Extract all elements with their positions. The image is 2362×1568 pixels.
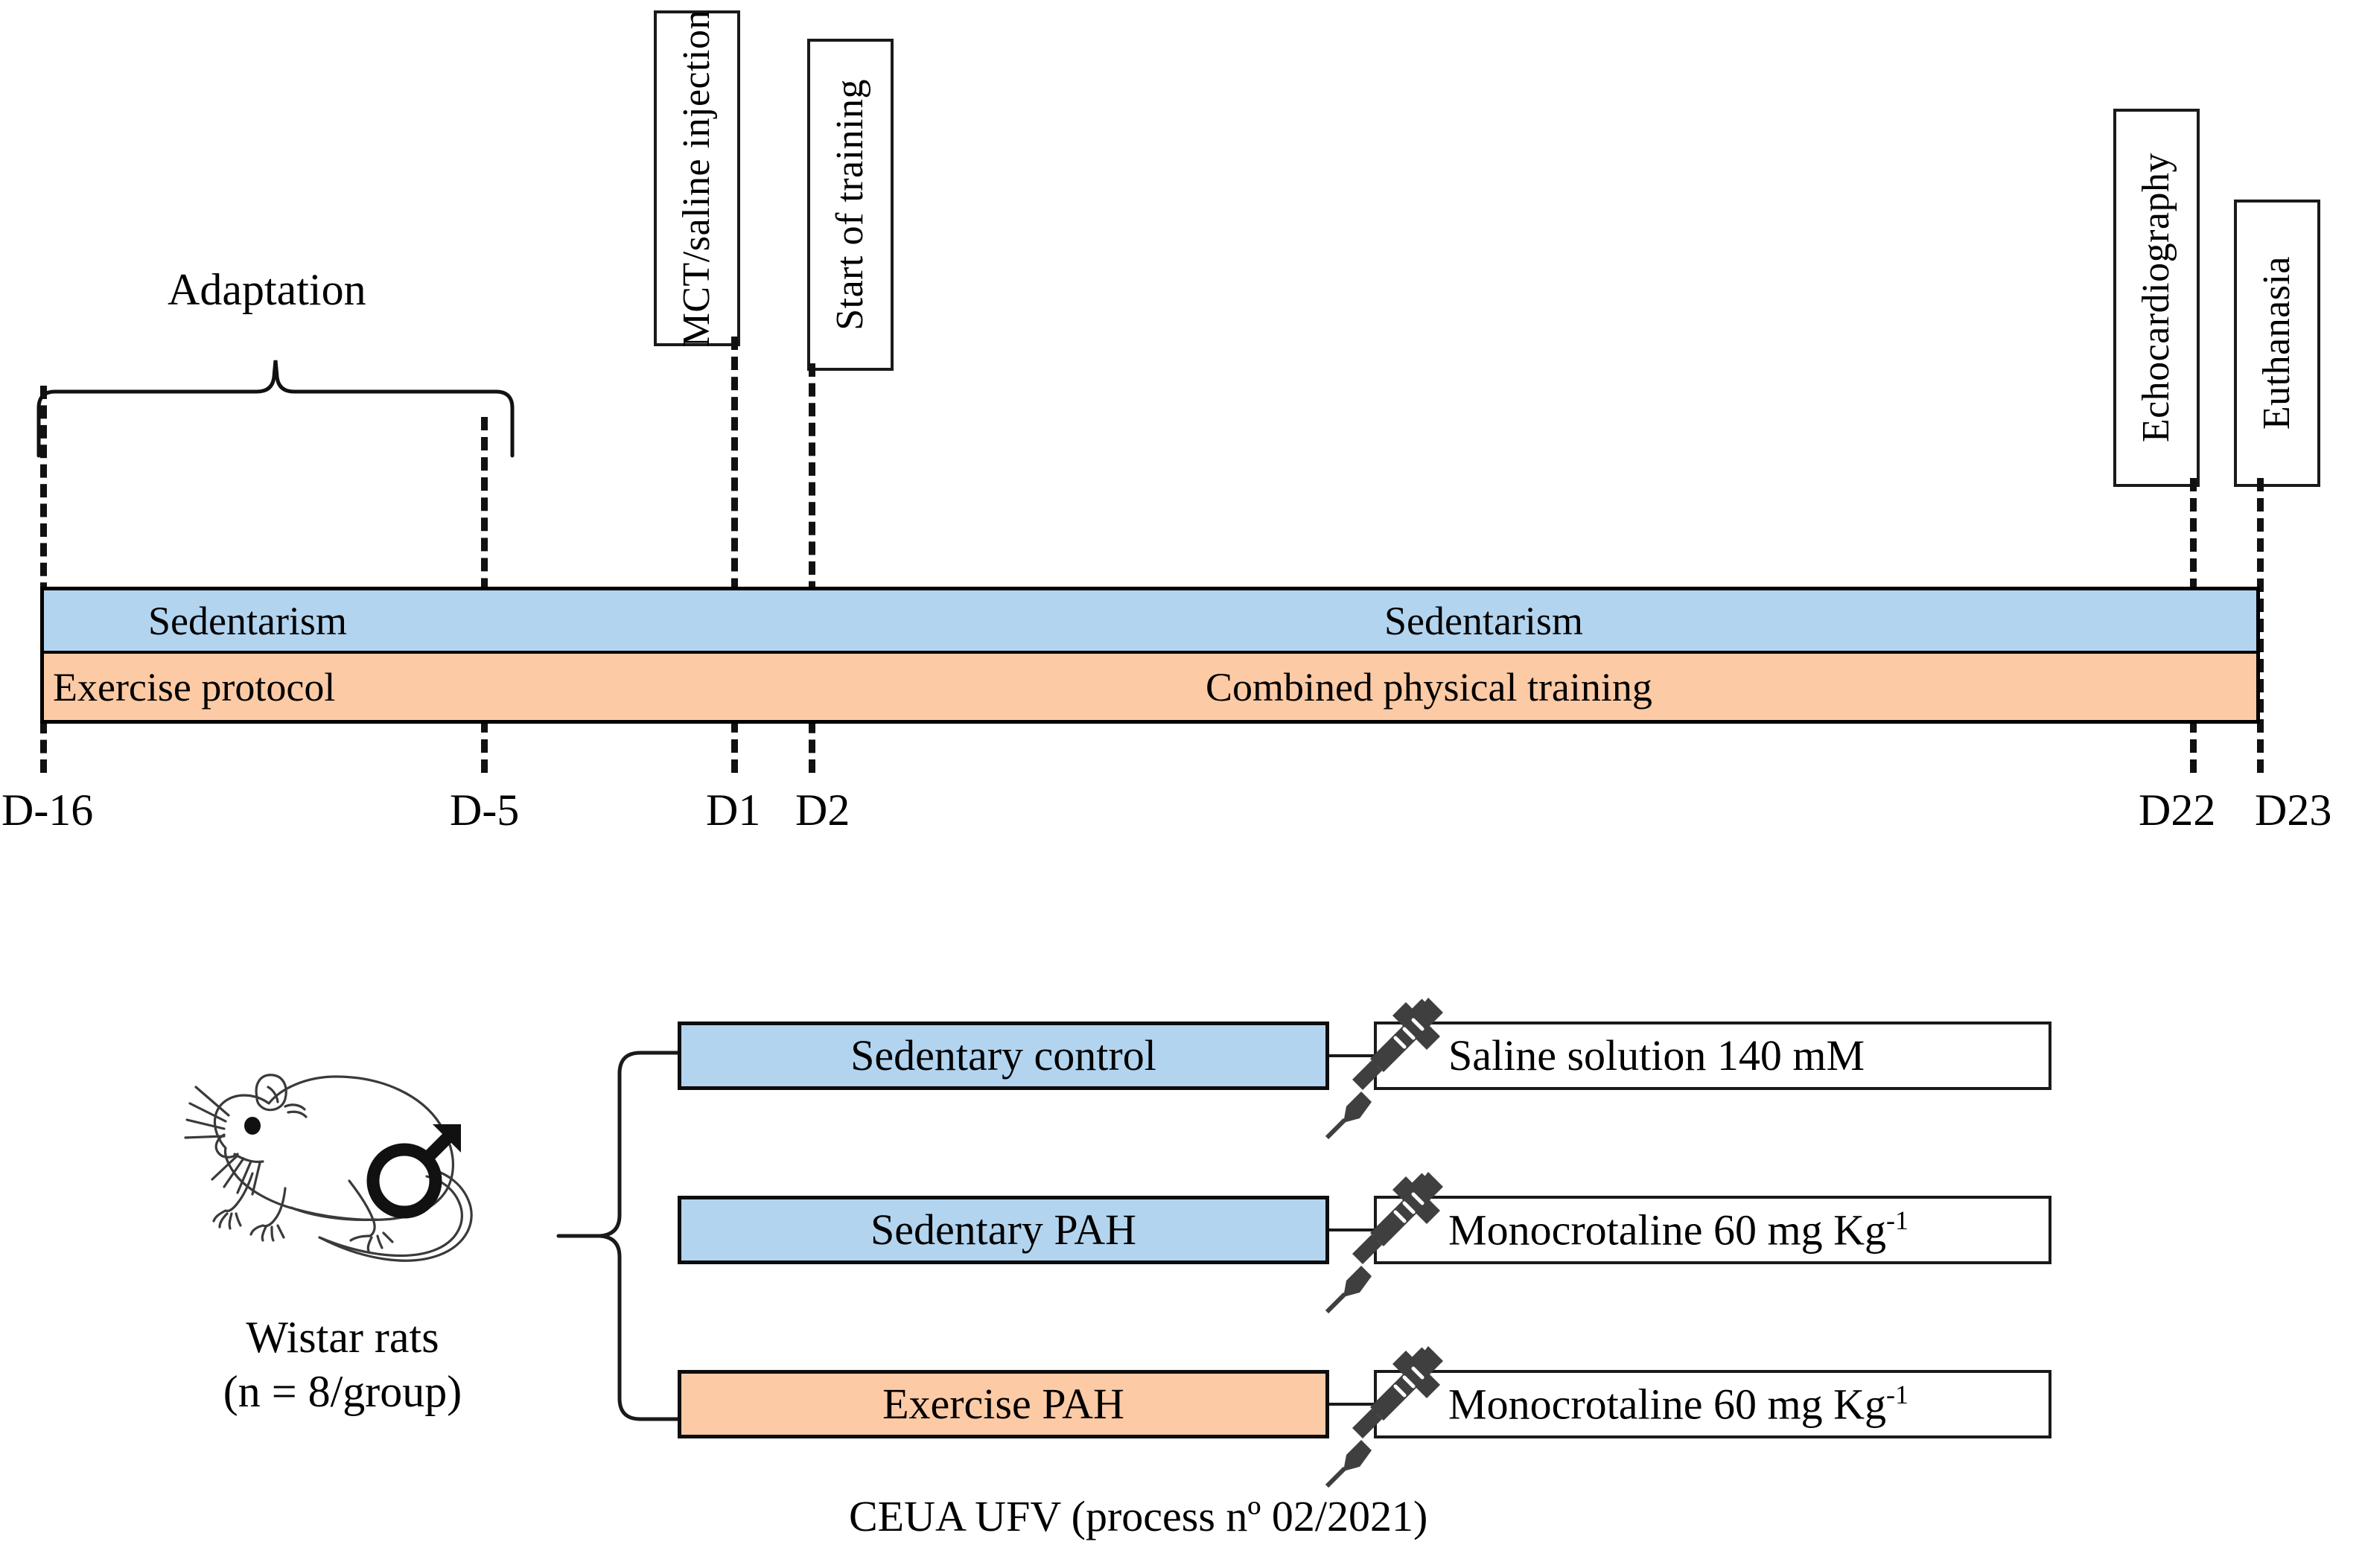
day-label-d22: D22 [2139,785,2216,835]
treatment-box-monocrotaline-exercise: Monocrotaline 60 mg Kg-1 [1374,1370,2051,1438]
event-box-euthanasia: Euthanasia [2234,200,2320,487]
treatment-exponent: -1 [1885,1380,1909,1410]
bar-right-label: Sedentarism [1384,598,1583,643]
syringe-icon [1325,998,1443,1140]
day-label-d23: D23 [2255,785,2332,835]
treatment-label: Monocrotaline 60 mg Kg-1 [1448,1380,1909,1429]
event-box-start-of-training: Start of training [807,39,894,371]
rat-illustration [184,1074,473,1262]
male-symbol-icon [366,1124,462,1219]
group-box-exercise-pah[interactable]: Exercise PAH [678,1370,1329,1438]
event-box-label: Start of training [829,79,871,331]
day-line-d2 [809,363,815,773]
day-label-d2: D2 [795,785,850,835]
treatment-label: Saline solution 140 mM [1448,1031,1865,1080]
treatment-box-monocrotaline-sedentary: Monocrotaline 60 mg Kg-1 [1374,1196,2051,1264]
timeline-bar-sedentarism: Sedentarism Sedentarism [40,587,2260,654]
bar-left-label: Sedentarism [148,598,347,643]
adaptation-label: Adaptation [168,265,366,314]
animal-label-line2: (n = 8/group) [223,1367,462,1417]
group-box-label: Exercise PAH [882,1380,1124,1428]
event-box-label: Echocardiography [2135,153,2177,443]
treatment-exponent: -1 [1885,1205,1909,1236]
event-box-label: Euthanasia [2256,256,2298,430]
syringe-icon [1325,1172,1443,1314]
group-box-label: Sedentary PAH [870,1205,1137,1254]
animal-label-line1: Wistar rats [246,1313,439,1362]
timeline-bars: Sedentarism Sedentarism Exercise protoco… [40,587,2260,724]
timeline-bar-exercise: Exercise protocol Combined physical trai… [40,654,2260,724]
day-label-d1: D1 [706,785,761,835]
day-line-d1 [731,337,738,773]
animal-label: Wistar rats (n = 8/group) [134,1310,551,1419]
adaptation-brace [36,360,515,458]
ethics-caption: CEUA UFV (process nº 02/2021) [849,1492,1428,1540]
group-box-sedentary-pah[interactable]: Sedentary PAH [678,1196,1329,1264]
bar-right-label: Combined physical training [1206,664,1652,710]
day-line-d-16 [40,386,47,773]
day-label-d-16: D-16 [1,785,94,835]
connector-line [1329,1228,1378,1231]
connector-line [1329,1403,1378,1406]
group-box-sedentary-control[interactable]: Sedentary control [678,1022,1329,1090]
event-box-echocardiography: Echocardiography [2113,109,2200,487]
day-line-d23 [2257,478,2264,773]
bar-left-label: Exercise protocol [53,664,336,710]
group-box-label: Sedentary control [850,1031,1156,1080]
group-brace [556,1051,683,1421]
connector-line [1329,1054,1378,1057]
event-box-label: MCT/saline injection [675,9,718,348]
treatment-box-saline: Saline solution 140 mM [1374,1022,2051,1090]
day-label-d-5: D-5 [450,785,520,835]
treatment-label: Monocrotaline 60 mg Kg-1 [1448,1205,1909,1255]
event-box-mct-saline-injection: MCT/saline injection [654,9,740,348]
syringe-icon [1325,1346,1443,1488]
